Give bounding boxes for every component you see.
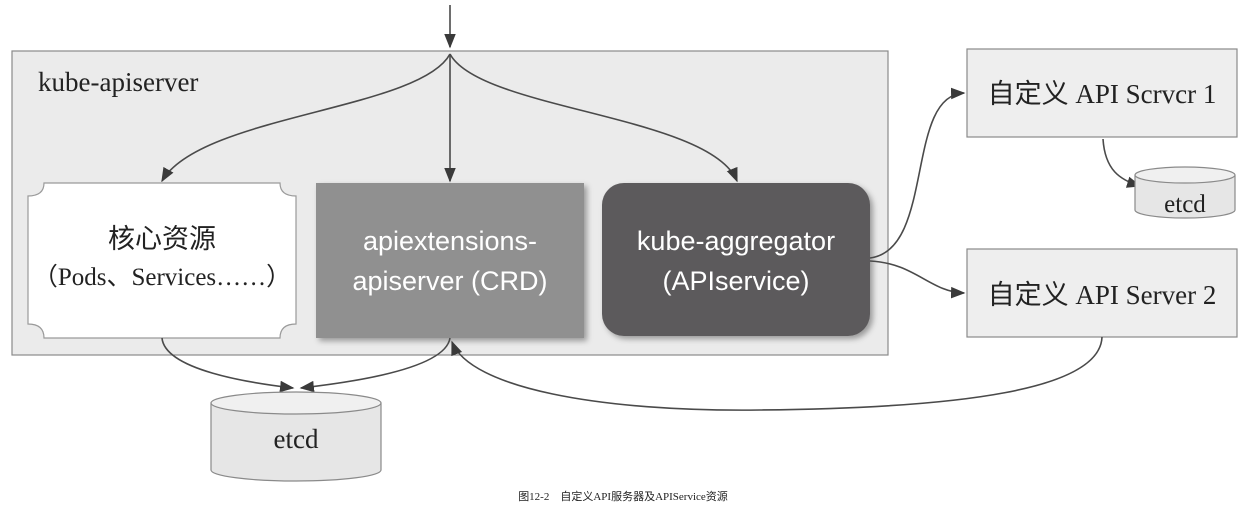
- apiextensions-line2: apiserver (CRD): [352, 266, 547, 296]
- custom-api-server-2-box: 自定义 API Server 2: [966, 248, 1238, 338]
- route-to-aggregator-arrow: [449, 53, 738, 183]
- aggregator-to-server2-arrow: [869, 260, 966, 299]
- custom-api-server-1-box: 自定义 API Scrvcr 1: [966, 48, 1238, 138]
- core-resources-subtitle: （Pods、Services……）: [33, 263, 291, 291]
- custom-api-server-1-label: 自定义 API Scrvcr 1: [988, 79, 1217, 109]
- core-resources-box: 核心资源 （Pods、Services……）: [27, 182, 297, 339]
- custom-etcd-label: etcd: [1164, 191, 1206, 218]
- kube-aggregator-box: kube-aggregator (APIservice): [602, 183, 870, 336]
- custom-api-server-2-label: 自定义 API Server 2: [988, 280, 1217, 310]
- apiextensions-line1: apiextensions-: [363, 226, 537, 256]
- main-etcd-cylinder: etcd: [210, 391, 382, 482]
- route-to-core-arrow: [161, 53, 451, 183]
- server2-to-apiextensions-arrow: [451, 336, 1103, 411]
- apiextensions-to-etcd-arrow: [299, 337, 451, 393]
- apiextensions-apiserver-box: apiextensions- apiserver (CRD): [316, 183, 584, 338]
- core-resources-title: 核心资源: [108, 224, 216, 254]
- kube-apiserver-label: kube-apiserver: [38, 67, 198, 97]
- core-to-etcd-arrow: [161, 337, 295, 393]
- custom-etcd-cylinder: etcd: [1134, 166, 1236, 219]
- figure-caption: 图12-2 自定义API服务器及APIService资源: [518, 489, 728, 503]
- aggregator-to-server1-arrow: [869, 87, 966, 259]
- main-etcd-label: etcd: [274, 424, 319, 454]
- kube-aggregator-line2: (APIservice): [662, 266, 809, 296]
- kube-aggregator-line1: kube-aggregator: [637, 226, 835, 256]
